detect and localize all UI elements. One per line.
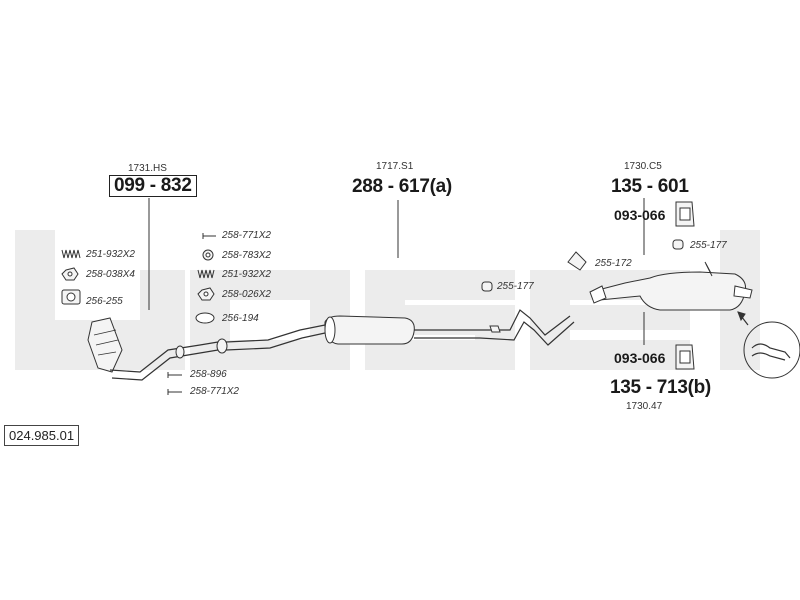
bolt-icon xyxy=(167,372,182,378)
mount-part-number-top[interactable]: 093-066 xyxy=(614,207,666,223)
diagram-number: 024.985.01 xyxy=(4,425,80,446)
rear-silencer-part-number-top[interactable]: 135 - 601 xyxy=(611,176,689,197)
rubber-hanger-icon xyxy=(672,239,684,250)
rear-silencer-ref-top: 1730.C5 xyxy=(624,161,662,172)
middle-silencer-part-number[interactable]: 288 - 617(a) xyxy=(352,176,452,197)
front-pipe xyxy=(87,317,123,373)
part-label: 258-771X2 xyxy=(222,230,271,241)
part-label: 258-896 xyxy=(190,369,227,380)
part-label: 255-177 xyxy=(497,281,534,292)
mount-part-number-bottom[interactable]: 093-066 xyxy=(614,350,666,366)
part-label: 258-771X2 xyxy=(190,386,239,397)
part-label: 255-172 xyxy=(595,258,632,269)
middle-silencer-ref: 1717.S1 xyxy=(376,161,414,172)
front-pipe-part-number[interactable]: 099 - 832 xyxy=(109,175,197,197)
rubber-hanger-icon xyxy=(481,281,493,292)
middle-silencer-body xyxy=(324,315,415,345)
part-label: 258-026X2 xyxy=(222,289,271,300)
part-label: 251-932X2 xyxy=(86,249,135,260)
part-label: 256-255 xyxy=(86,296,123,307)
middle-pipe xyxy=(225,324,326,343)
part-label: 251-932X2 xyxy=(222,269,271,280)
spring-icon xyxy=(61,249,81,259)
rear-silencer-part-number-bottom[interactable]: 135 - 713(b) xyxy=(610,377,711,398)
part-label: 255-177 xyxy=(690,240,727,251)
part-label: 258-783X2 xyxy=(222,250,271,261)
bolt-icon xyxy=(167,389,182,395)
spring-icon xyxy=(197,269,215,279)
detail-circle xyxy=(743,321,800,379)
rear-silencer-ref-bottom: 1730.47 xyxy=(626,401,663,412)
ring-icon xyxy=(195,312,215,324)
part-label: 258-038X4 xyxy=(86,269,135,280)
clamp-icon xyxy=(567,251,587,271)
part-label: 256-194 xyxy=(222,313,259,324)
bolt-icon xyxy=(202,233,216,239)
front-pipe-ref: 1731.HS xyxy=(128,163,167,174)
